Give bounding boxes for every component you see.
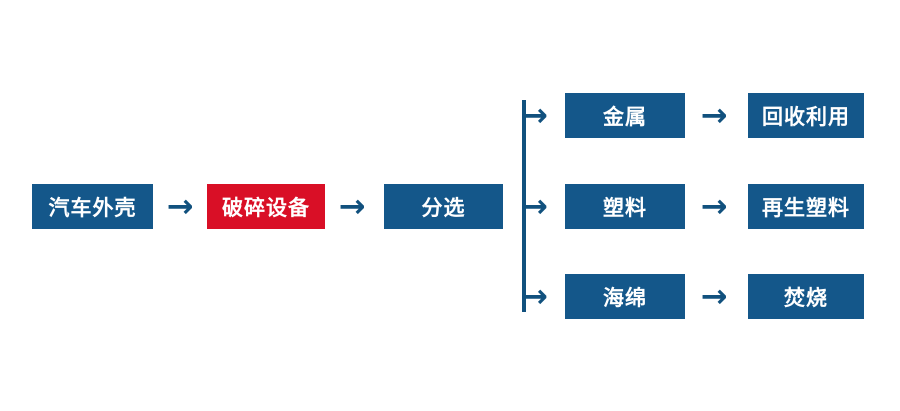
node-recycled-plastic: 再生塑料 <box>748 184 864 229</box>
node-sorting: 分选 <box>384 184 503 229</box>
node-sponge: 海绵 <box>565 274 685 319</box>
node-crushing-equipment: 破碎设备 <box>207 184 325 229</box>
arrow-right-icon: → <box>166 187 194 225</box>
branch-connector-line <box>522 100 526 312</box>
arrow-right-icon: → <box>521 187 548 225</box>
node-car-shell: 汽车外壳 <box>32 184 153 229</box>
arrow-right-icon: → <box>700 277 728 315</box>
node-plastic: 塑料 <box>565 184 685 229</box>
arrow-right-icon: → <box>700 187 728 225</box>
node-metal: 金属 <box>565 93 685 138</box>
arrow-right-icon: → <box>338 187 366 225</box>
arrow-right-icon: → <box>521 96 548 134</box>
arrow-right-icon: → <box>700 96 728 134</box>
node-recycling: 回收利用 <box>748 93 864 138</box>
node-incineration: 焚烧 <box>748 274 864 319</box>
arrow-right-icon: → <box>521 277 548 315</box>
